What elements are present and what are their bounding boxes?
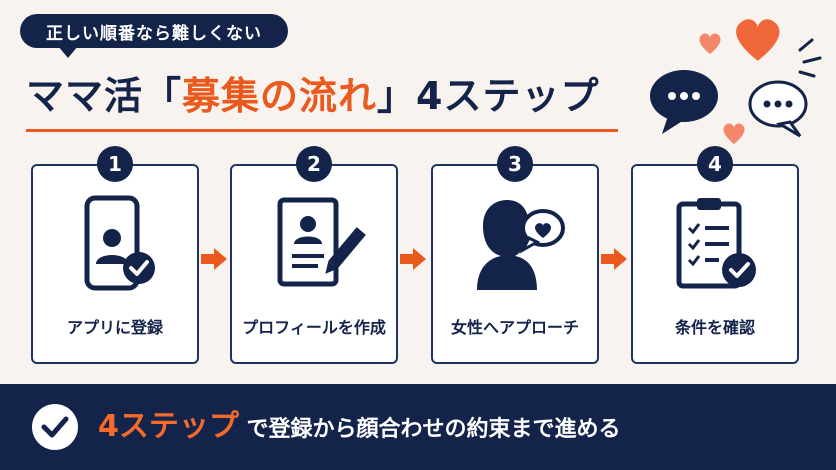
clipboard-check-icon <box>676 198 756 289</box>
footer-text: で登録から顔合わせの約束まで進める <box>246 417 621 442</box>
step-card-3: 女性へアプローチ <box>431 164 599 364</box>
heart-small-icon <box>699 33 721 54</box>
footer-banner: 4ステップ で登録から顔合わせの約束まで進める <box>0 384 836 470</box>
check-circle-icon <box>32 404 78 450</box>
sparkle-lines-icon <box>798 38 822 78</box>
arrow-right-icon <box>601 248 627 270</box>
subtitle-badge: 正しい順番なら難しくない <box>20 14 288 48</box>
step-number-2: 2 <box>296 146 332 182</box>
footer-message: 4ステップ で登録から顔合わせの約束まで進める <box>98 402 621 452</box>
heart-bottom-icon <box>723 123 745 144</box>
step-label-2: プロフィールを作成 <box>242 318 386 337</box>
profile-pencil-icon <box>277 197 366 287</box>
woman-heart-bubble-icon <box>477 200 565 290</box>
title-suffix: 」4ステップ <box>377 74 600 118</box>
step-label-4: 条件を確認 <box>674 318 755 337</box>
page-title: ママ活「募集の流れ」4ステップ <box>26 66 599 126</box>
title-prefix: ママ活「 <box>26 74 183 118</box>
arrow-right-icon <box>400 248 426 270</box>
step-card-4: 条件を確認 <box>631 164 799 364</box>
step-label-3: 女性へアプローチ <box>450 318 579 337</box>
heart-large-icon <box>736 19 780 61</box>
chat-bubble-left-icon <box>650 70 718 134</box>
step-label-1: アプリに登録 <box>66 318 163 337</box>
badge-tail <box>58 46 78 58</box>
title-underline <box>26 129 618 132</box>
chat-bubble-right-icon <box>748 80 808 138</box>
title-highlight: 募集の流れ <box>182 74 378 118</box>
step-card-2: プロフィールを作成 <box>230 164 398 364</box>
chat-hearts-decoration <box>650 19 822 144</box>
subtitle-badge-text: 正しい順番なら難しくない <box>46 23 262 44</box>
step-number-4: 4 <box>697 146 733 182</box>
step-card-1: アプリに登録 <box>31 164 199 364</box>
arrow-right-icon <box>201 248 227 270</box>
smartphone-user-check-icon <box>84 195 155 291</box>
footer-highlight: 4ステップ <box>98 409 239 444</box>
step-number-1: 1 <box>97 146 133 182</box>
step-number-3: 3 <box>497 146 533 182</box>
